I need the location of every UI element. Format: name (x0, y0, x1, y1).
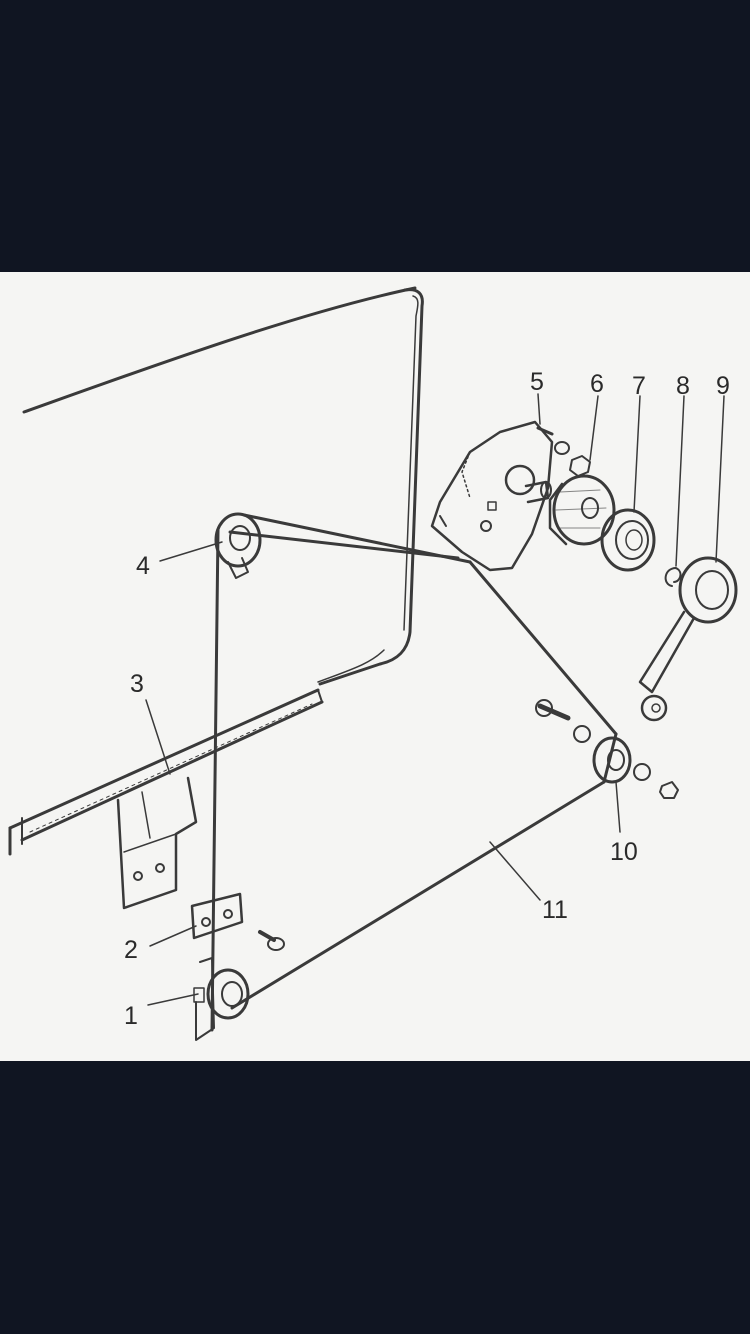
diagram-image: 1 2 3 4 5 6 7 8 9 10 11 (0, 272, 750, 1061)
leader-lines (145, 393, 725, 1006)
top-letterbox (0, 0, 750, 272)
gear-housing (430, 420, 570, 572)
callout-1: 1 (124, 1002, 138, 1030)
cable-drum (548, 474, 616, 546)
callout-10: 10 (610, 838, 638, 866)
circlip (664, 567, 682, 587)
callout-5: 5 (530, 368, 544, 396)
bottom-letterbox (0, 1061, 750, 1334)
callout-8: 8 (676, 372, 690, 400)
glass-channel (8, 688, 324, 856)
callout-4: 4 (136, 552, 150, 580)
callout-2: 2 (124, 936, 138, 964)
window-regulator-diagram: 1 2 3 4 5 6 7 8 9 10 11 (8, 286, 738, 1041)
lift-bracket (116, 776, 198, 910)
clamp-bolt (258, 930, 285, 951)
callout-11: 11 (542, 896, 568, 924)
callout-7: 7 (632, 372, 646, 400)
callout-6: 6 (590, 370, 604, 398)
door-glass (22, 286, 424, 686)
nut (569, 455, 591, 477)
spring-washer (600, 508, 656, 572)
callout-9: 9 (716, 372, 730, 400)
cable-clamp-plate (190, 892, 244, 940)
callout-3: 3 (130, 670, 144, 698)
callout-labels: 1 2 3 4 5 6 7 8 9 10 11 (124, 368, 730, 1030)
lower-pulley (193, 957, 250, 1041)
cable (210, 513, 618, 1032)
upper-pulley (214, 512, 262, 579)
crank-handle (638, 556, 738, 722)
idler-pulley (535, 699, 679, 799)
